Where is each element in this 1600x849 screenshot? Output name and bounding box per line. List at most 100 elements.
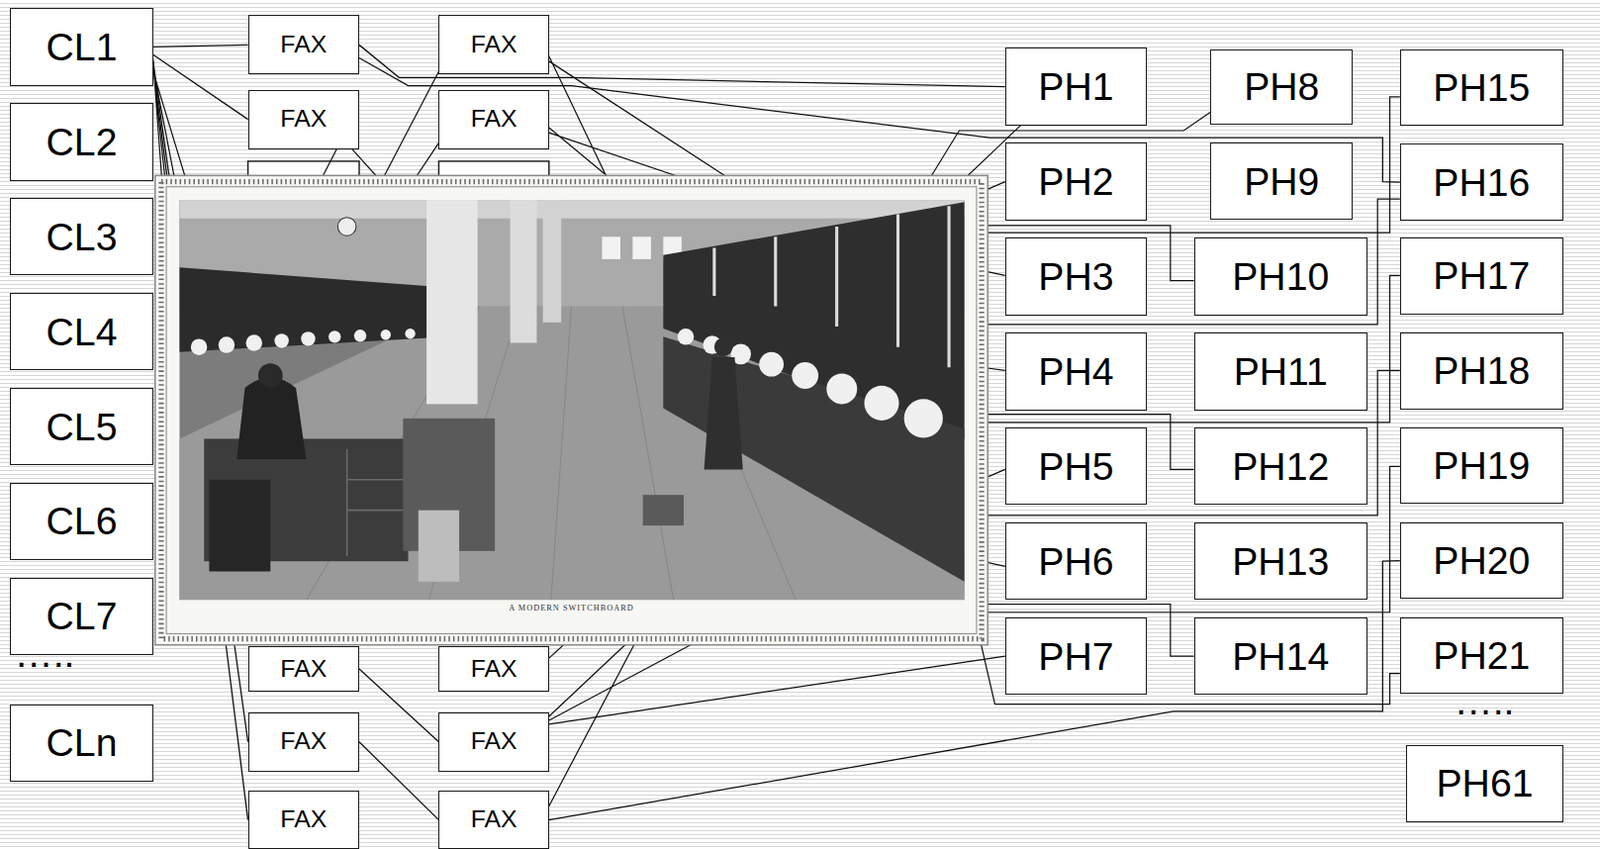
- box-label: FAX: [280, 30, 327, 60]
- box-label: CL7: [46, 593, 118, 639]
- phone-box: PH11: [1194, 332, 1368, 410]
- floor-grate: [643, 494, 684, 526]
- seated-woman-head: [258, 363, 283, 388]
- client-box: CL4: [9, 292, 153, 371]
- box-label: FAX: [280, 104, 327, 134]
- phone-box: PH20: [1400, 522, 1564, 599]
- box-label: PH13: [1231, 539, 1329, 584]
- box-label: CLn: [46, 720, 118, 765]
- operator: [677, 328, 695, 346]
- chairs: [662, 336, 964, 582]
- box-label: PH18: [1432, 348, 1530, 393]
- wastebasket: [418, 510, 460, 582]
- phone-box: PH2: [1005, 142, 1147, 220]
- pillar: [510, 199, 538, 343]
- phone-box: PH3: [1005, 237, 1147, 315]
- connector-line: [549, 656, 1006, 725]
- switchboard-cards: [714, 205, 949, 368]
- phone-box: PH12: [1194, 427, 1368, 505]
- phone-box: PH8: [1210, 49, 1353, 125]
- phone-box: PH1: [1005, 47, 1147, 125]
- fax-box: FAX: [438, 646, 549, 692]
- operator: [218, 336, 236, 354]
- left-operators: [190, 328, 416, 356]
- photo-mount: [155, 175, 989, 645]
- box-label: PH19: [1432, 443, 1530, 488]
- seated-woman: [236, 377, 306, 461]
- left-switchboard: [180, 267, 450, 353]
- client-box: CLn: [9, 704, 153, 782]
- pillar: [426, 199, 478, 404]
- ellipsis-mark: …..: [13, 634, 75, 673]
- connector-line: [153, 44, 249, 47]
- operator: [300, 331, 315, 346]
- photo-border-pattern: [161, 182, 982, 640]
- box-label: PH9: [1243, 159, 1319, 204]
- phone-box: PH7: [1005, 617, 1147, 695]
- box-label: PH20: [1432, 538, 1530, 583]
- phone-box: PH10: [1194, 237, 1368, 315]
- client-box: CL5: [9, 387, 153, 466]
- operator: [190, 338, 208, 356]
- photo-ground: [180, 199, 965, 600]
- operator: [380, 329, 391, 340]
- box-label: PH12: [1231, 444, 1329, 489]
- box-label: PH3: [1037, 254, 1114, 299]
- box-label: FAX: [470, 30, 518, 60]
- phone-box: PH61: [1406, 745, 1564, 823]
- box-label: PH10: [1231, 254, 1329, 299]
- box-label: CL1: [46, 24, 118, 70]
- desk-drawers: [347, 449, 409, 557]
- client-box: CL6: [9, 482, 153, 561]
- window: [632, 236, 652, 260]
- clock: [337, 217, 357, 237]
- photo-border-line: [166, 187, 977, 635]
- operator: [904, 398, 943, 438]
- box-label: PH16: [1432, 160, 1530, 205]
- box-label: PH17: [1432, 253, 1530, 298]
- phone-box: PH6: [1005, 522, 1147, 600]
- box-label: CL6: [46, 498, 118, 544]
- box-label: PH5: [1037, 444, 1114, 489]
- phone-box: PH4: [1005, 332, 1147, 410]
- caption-margin: [180, 599, 965, 631]
- phone-box: PH14: [1194, 617, 1368, 695]
- pillar: [543, 199, 563, 323]
- box-label: PH14: [1231, 634, 1329, 679]
- connector-line: [153, 54, 249, 119]
- fax-box: FAX: [248, 790, 360, 849]
- phone-box: PH9: [1210, 142, 1353, 219]
- window: [601, 236, 621, 260]
- operator: [328, 330, 341, 343]
- box-label: PH7: [1037, 634, 1114, 679]
- box-label: PH21: [1432, 633, 1530, 678]
- box-label: PH11: [1233, 349, 1328, 394]
- fax-box: FAX: [248, 14, 360, 75]
- standing-woman: [704, 357, 744, 470]
- box-label: CL3: [46, 214, 118, 260]
- client-box: CL3: [9, 197, 153, 276]
- operator: [246, 334, 264, 352]
- phone-box: PH5: [1005, 427, 1147, 505]
- fax-box: FAX: [438, 14, 549, 75]
- phone-box: PH16: [1400, 143, 1564, 220]
- client-box: CL2: [9, 102, 153, 181]
- box-label: PH8: [1243, 64, 1319, 109]
- phone-box: PH15: [1400, 49, 1564, 126]
- operator: [791, 362, 819, 389]
- client-box: CL1: [9, 7, 153, 86]
- phone-box: PH13: [1194, 522, 1368, 600]
- fax-box: FAX: [438, 712, 549, 772]
- box-label: FAX: [470, 104, 518, 134]
- phone-box: PH19: [1400, 427, 1564, 504]
- chair: [208, 479, 271, 572]
- box-label: FAX: [470, 655, 518, 684]
- fax-box: FAX: [438, 790, 549, 849]
- box-label: PH15: [1432, 65, 1530, 110]
- ceiling: [180, 199, 965, 219]
- wire: [153, 56, 1401, 807]
- standing-woman-head: [714, 337, 734, 357]
